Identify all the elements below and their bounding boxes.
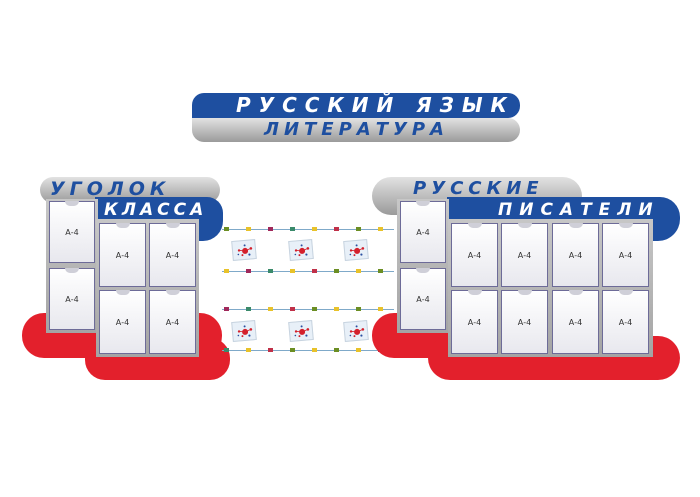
left-pocket-4: А-4 (149, 223, 196, 287)
rail-clip (290, 307, 295, 311)
splash-sheet-icon (231, 238, 257, 262)
left-title-line2: КЛАССА (104, 200, 208, 220)
splash-sheet-icon (343, 319, 369, 343)
rail-clip (246, 348, 251, 352)
right-pocket-1: А-4 (400, 201, 446, 263)
right-pocket-10: А-4 (602, 290, 649, 354)
left-pocket-6: А-4 (149, 290, 196, 354)
header-grey-band (192, 118, 520, 142)
rail-clip (356, 307, 361, 311)
rail-clip (290, 348, 295, 352)
rail-clip (356, 348, 361, 352)
left-pocket-5: А-4 (99, 290, 146, 354)
rail-clip (246, 227, 251, 231)
rail-clip (378, 307, 383, 311)
rail-clip (312, 307, 317, 311)
rail-clip (334, 307, 339, 311)
rail-clip (356, 227, 361, 231)
rail-clip (224, 348, 229, 352)
rail-clip (290, 227, 295, 231)
right-pocket-8: А-4 (501, 290, 548, 354)
splash-sheet-icon (231, 319, 257, 343)
right-pocket-3: А-4 (451, 223, 498, 287)
rail-clip (224, 307, 229, 311)
rail-clip (246, 269, 251, 273)
right-pocket-9: А-4 (552, 290, 599, 354)
center-rail-1 (222, 229, 394, 230)
center-rail-3 (222, 309, 394, 310)
left-pocket-3: А-4 (99, 223, 146, 287)
left-pocket-1: А-4 (49, 201, 95, 263)
splash-sheet-icon (343, 238, 369, 262)
rail-clip (312, 348, 317, 352)
right-pocket-5: А-4 (552, 223, 599, 287)
rail-clip (334, 269, 339, 273)
rail-clip (224, 227, 229, 231)
splash-sheet-icon (288, 319, 314, 343)
rail-clip (268, 269, 273, 273)
rail-clip (378, 269, 383, 273)
center-rail-4 (222, 350, 394, 351)
splash-sheet-icon (288, 238, 314, 262)
left-title-line1: УГОЛОК (50, 178, 171, 200)
right-pocket-4: А-4 (501, 223, 548, 287)
rail-clip (290, 269, 295, 273)
right-title-line1: РУССКИЕ (413, 178, 544, 199)
rail-clip (378, 227, 383, 231)
left-pocket-2: А-4 (49, 268, 95, 330)
rail-clip (334, 348, 339, 352)
right-pocket-2: А-4 (400, 268, 446, 330)
header-blue-band (192, 93, 520, 118)
rail-clip (312, 269, 317, 273)
right-title-line2: ПИСАТЕЛИ (498, 200, 660, 220)
rail-clip (334, 227, 339, 231)
header-line1: РУССКИЙ ЯЗЫК (236, 93, 515, 117)
center-rail-2 (222, 271, 394, 272)
rail-clip (268, 348, 273, 352)
header-line2: ЛИТЕРАТУРА (264, 119, 449, 140)
right-pocket-6: А-4 (602, 223, 649, 287)
rail-clip (246, 307, 251, 311)
rail-clip (268, 307, 273, 311)
right-pocket-7: А-4 (451, 290, 498, 354)
rail-clip (312, 227, 317, 231)
rail-clip (268, 227, 273, 231)
rail-clip (356, 269, 361, 273)
rail-clip (224, 269, 229, 273)
